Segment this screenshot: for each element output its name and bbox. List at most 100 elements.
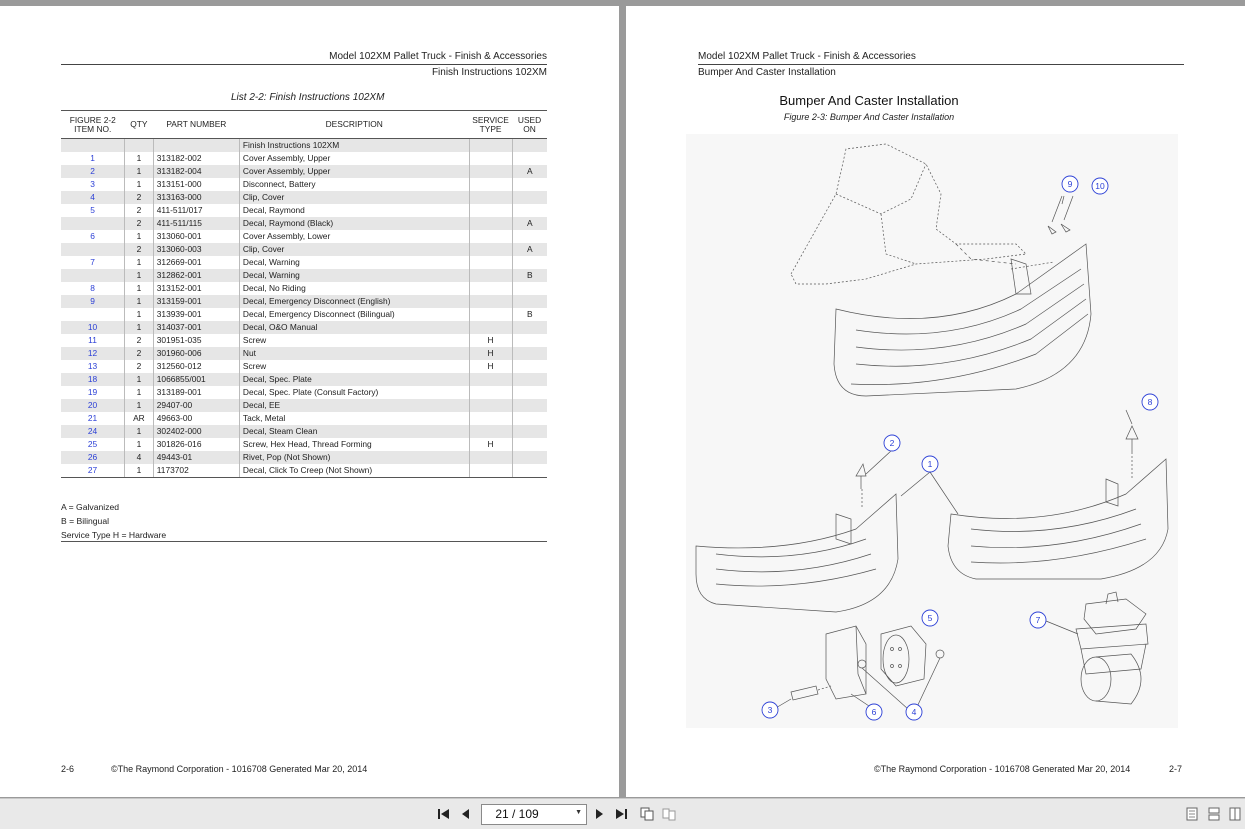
- callout-6: 6: [865, 703, 883, 721]
- continuous-view-icon[interactable]: [1207, 807, 1221, 821]
- callout-5: 5: [921, 609, 939, 627]
- cell-part: 302402-000: [152, 425, 240, 438]
- cell-used: [511, 425, 547, 438]
- cell-svc: [468, 464, 513, 478]
- cell-used: [511, 451, 547, 464]
- cell-item[interactable]: 21: [87, 413, 98, 423]
- cell-qty: 1: [124, 282, 154, 295]
- cell-qty: 2: [124, 191, 154, 204]
- last-page-icon[interactable]: [614, 807, 628, 821]
- cell-svc: [468, 425, 513, 438]
- cell-item: [61, 217, 125, 230]
- cell-part: 49663-00: [152, 412, 240, 425]
- cell-svc: [468, 191, 513, 204]
- right-header-line2: Bumper And Caster Installation: [698, 67, 836, 78]
- col-figure-item-no: FIGURE 2-2 ITEM NO.: [61, 110, 125, 139]
- cell-item[interactable]: 2: [61, 165, 125, 178]
- cell-used: B: [511, 269, 547, 282]
- cell-svc: [468, 152, 513, 165]
- cell-used: [511, 282, 547, 295]
- cell-qty: 1: [124, 269, 154, 282]
- page-number-value: 21 / 109: [495, 807, 539, 821]
- cell-item[interactable]: 12: [61, 347, 125, 360]
- cell-item[interactable]: 5: [90, 205, 95, 215]
- cell-svc: [468, 373, 513, 386]
- cell-svc: [468, 451, 513, 464]
- cell-svc: [468, 386, 513, 399]
- cell-used: [511, 373, 547, 386]
- bumper-caster-drawing: 9 10 8 2 1 5 7 3 6 4: [686, 134, 1178, 728]
- cell-item[interactable]: 4: [61, 191, 125, 204]
- cell-used: B: [511, 308, 547, 321]
- cell-item[interactable]: 27: [61, 464, 125, 478]
- cell-desc: Finish Instructions 102XM: [238, 138, 470, 152]
- cell-item[interactable]: 24: [61, 425, 125, 438]
- cell-used: [511, 256, 547, 269]
- callout-9-label: 9: [1068, 179, 1073, 189]
- first-page-icon[interactable]: [437, 807, 451, 821]
- next-page-icon[interactable]: [592, 807, 606, 821]
- cell-item[interactable]: 7: [90, 257, 95, 267]
- cell-item[interactable]: 1: [90, 153, 95, 163]
- cell-desc: Cover Assembly, Upper: [238, 165, 470, 178]
- cell-desc: Decal, O&O Manual: [238, 321, 470, 334]
- table-notes: A = Galvanized B = Bilingual Service Typ…: [61, 500, 166, 542]
- cell-svc: H: [468, 334, 513, 347]
- cell-used: [511, 334, 547, 347]
- left-page: Model 102XM Pallet Truck - Finish & Acce…: [0, 6, 619, 797]
- cell-desc: Decal, Warning: [238, 269, 470, 282]
- cell-desc: Disconnect, Battery: [238, 178, 470, 191]
- cell-svc: H: [468, 360, 513, 373]
- facing-pages-view-icon[interactable]: [1229, 807, 1241, 821]
- callout-2-label: 2: [890, 438, 895, 448]
- two-page-view-icon[interactable]: [662, 807, 676, 821]
- cell-desc: Clip, Cover: [238, 243, 470, 256]
- cell-item[interactable]: 11: [88, 335, 97, 345]
- previous-page-icon[interactable]: [459, 807, 473, 821]
- right-header-line1: Model 102XM Pallet Truck - Finish & Acce…: [698, 51, 916, 62]
- cell-part: 313152-001: [152, 282, 240, 295]
- cell-used: [511, 399, 547, 412]
- cell-part: 313151-000: [152, 178, 240, 191]
- table-header-row: FIGURE 2-2 ITEM NO. QTY PART NUMBER DESC…: [61, 110, 547, 139]
- cell-qty: [124, 138, 154, 152]
- cell-item[interactable]: 26: [61, 451, 125, 464]
- callout-6-label: 6: [872, 707, 877, 717]
- copy-page-icon[interactable]: [640, 807, 654, 821]
- left-footer-page-number: 2-6: [61, 764, 75, 774]
- single-page-view-icon[interactable]: [1185, 807, 1199, 821]
- cell-item[interactable]: 13: [87, 361, 98, 371]
- cell-part: 313163-000: [152, 191, 240, 204]
- cell-qty: 2: [124, 217, 154, 230]
- cell-item[interactable]: 6: [90, 231, 95, 241]
- cell-item[interactable]: 8: [90, 283, 95, 293]
- cell-used: [511, 464, 547, 478]
- cell-svc: [468, 321, 513, 334]
- cell-part: 313060-001: [152, 230, 240, 243]
- left-header-rule: [61, 64, 547, 65]
- cell-item[interactable]: 9: [61, 295, 125, 308]
- cell-qty: 1: [124, 256, 154, 269]
- cell-svc: [468, 399, 513, 412]
- page-number-select[interactable]: 21 / 109 ▼: [481, 804, 587, 825]
- cell-desc: Decal, Spec. Plate (Consult Factory): [238, 386, 470, 399]
- cell-item[interactable]: 10: [61, 321, 125, 334]
- cell-desc: Decal, Spec. Plate: [238, 373, 470, 386]
- cell-part: 313182-004: [152, 165, 240, 178]
- callout-5-label: 5: [928, 613, 933, 623]
- cell-used: [511, 152, 547, 165]
- cell-item[interactable]: 18: [61, 373, 125, 386]
- callout-7: 7: [1029, 611, 1047, 629]
- cell-item[interactable]: 20: [61, 399, 125, 412]
- cell-qty: 2: [124, 243, 154, 256]
- cell-svc: [468, 178, 513, 191]
- cell-item[interactable]: 25: [87, 439, 98, 449]
- cell-item[interactable]: 19: [87, 387, 98, 397]
- cell-item[interactable]: 3: [90, 179, 95, 189]
